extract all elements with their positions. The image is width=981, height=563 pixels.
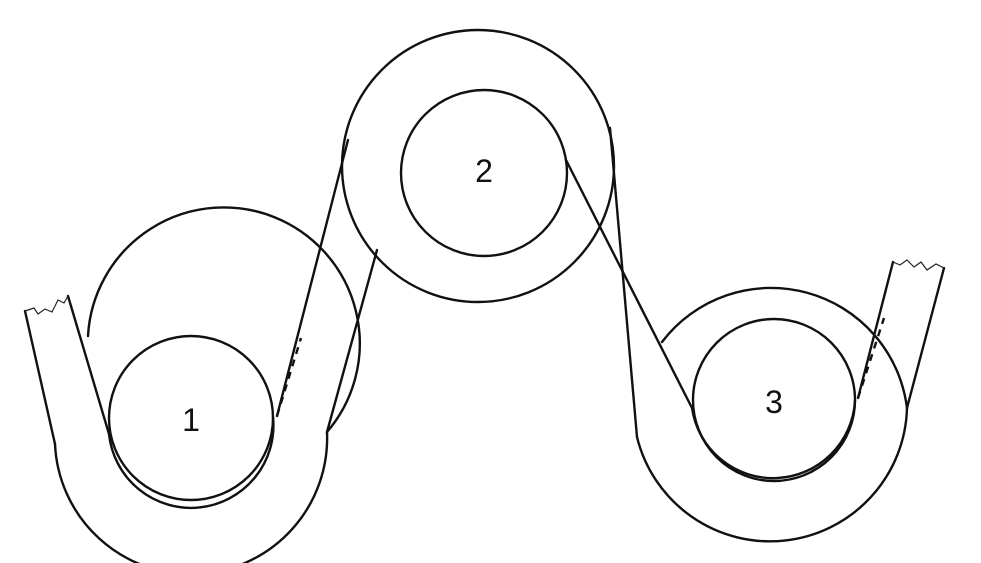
- roller-3-label: 3: [765, 384, 783, 420]
- belt-left-tail-inner: [66, 294, 111, 436]
- roller-3-belt-top: [660, 286, 909, 410]
- belt-straight-segments: [23, 126, 946, 446]
- belt-span-1-2-upper: [275, 138, 350, 418]
- belt-right-torn-end: [892, 259, 945, 271]
- belt-span-1-2-lower: [325, 248, 379, 434]
- belt-left-tail-outer: [23, 309, 57, 446]
- belt-right-tail-outer: [905, 266, 946, 410]
- roller-3: [635, 286, 909, 543]
- roller-1: [53, 206, 361, 563]
- belt-span-2-3-outer: [608, 126, 639, 439]
- belt-left-torn-end: [24, 295, 69, 315]
- roller-3-belt-lower: [690, 399, 857, 480]
- belt-span-2-3-inner: [564, 158, 694, 410]
- roller-2-inner-circle: [399, 88, 569, 258]
- roller-2-label: 2: [475, 153, 493, 189]
- roller-1-outer-lower: [53, 430, 329, 563]
- roller-1-belt-underside: [107, 415, 275, 510]
- belt-right-tail-inner: [856, 260, 895, 400]
- roller-1-belt-wrap: [86, 206, 361, 434]
- roller-1-label: 1: [182, 402, 200, 438]
- roller-3-outer-lower: [635, 406, 909, 543]
